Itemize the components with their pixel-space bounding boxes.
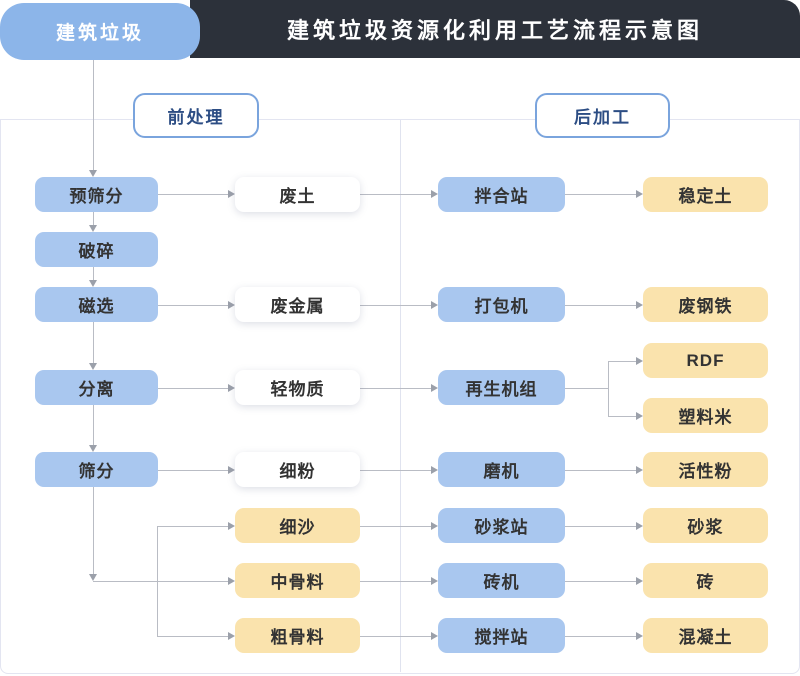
source-badge-label: 建筑垃圾 (55, 23, 144, 44)
arrowhead-icon (89, 170, 97, 177)
node-regeneration-unit: 再生机组 (438, 370, 565, 405)
arrowhead-icon (89, 574, 97, 581)
node-mortar: 砂浆 (643, 508, 768, 543)
flow-connector (565, 581, 636, 582)
flow-connector (93, 487, 94, 574)
node-medium-aggregate: 中骨料 (235, 563, 360, 598)
flow-connector (360, 194, 431, 195)
flow-connector (565, 470, 636, 471)
node-rdf: RDF (643, 343, 768, 378)
arrowhead-icon (636, 632, 643, 640)
flow-connector (360, 470, 431, 471)
node-crushing: 破碎 (35, 232, 158, 267)
node-fine-powder: 细粉 (235, 452, 360, 487)
flow-connector (565, 388, 608, 389)
arrowhead-icon (228, 384, 235, 392)
section-divider-line (400, 120, 401, 672)
flow-connector (93, 405, 94, 445)
node-screening: 筛分 (35, 452, 158, 487)
arrowhead-icon (636, 357, 643, 365)
section-pill-label: 后加工 (574, 108, 631, 127)
flow-connector (93, 581, 228, 582)
flow-connector (608, 361, 636, 362)
flow-connector (608, 361, 609, 416)
arrowhead-icon (228, 190, 235, 198)
arrowhead-icon (228, 522, 235, 530)
page-title: 建筑垃圾资源化利用工艺流程示意图 (286, 18, 703, 43)
node-magnetic-separation: 磁选 (35, 287, 158, 322)
node-baler: 打包机 (438, 287, 565, 322)
arrowhead-icon (431, 522, 438, 530)
source-badge: 建筑垃圾 (0, 3, 200, 60)
flow-connector (157, 526, 228, 527)
flow-connector (360, 526, 431, 527)
flow-connector (93, 322, 94, 363)
node-mortar-plant: 砂浆站 (438, 508, 565, 543)
node-waste-metal: 废金属 (235, 287, 360, 322)
section-pill-post-processing: 后加工 (535, 93, 670, 138)
flow-connector (158, 388, 228, 389)
node-waste-soil: 废土 (235, 177, 360, 212)
node-mill: 磨机 (438, 452, 565, 487)
flow-connector (565, 305, 636, 306)
flow-connector (158, 194, 228, 195)
flow-connector (93, 60, 94, 170)
flow-connector (565, 636, 636, 637)
arrowhead-icon (431, 632, 438, 640)
node-coarse-aggregate: 粗骨料 (235, 618, 360, 653)
arrowhead-icon (431, 301, 438, 309)
flow-connector (360, 581, 431, 582)
node-pre-screening: 预筛分 (35, 177, 158, 212)
flow-connector (360, 305, 431, 306)
arrowhead-icon (431, 190, 438, 198)
flow-connector (158, 305, 228, 306)
arrowhead-icon (89, 445, 97, 452)
node-stabilized-soil: 稳定土 (643, 177, 768, 212)
flow-connector (157, 636, 228, 637)
node-separation: 分离 (35, 370, 158, 405)
node-active-powder: 活性粉 (643, 452, 768, 487)
node-brick: 砖 (643, 563, 768, 598)
arrowhead-icon (228, 577, 235, 585)
flow-connector (158, 470, 228, 471)
node-scrap-steel: 废钢铁 (643, 287, 768, 322)
arrowhead-icon (228, 466, 235, 474)
arrowhead-icon (228, 301, 235, 309)
arrowhead-icon (89, 363, 97, 370)
arrowhead-icon (431, 384, 438, 392)
node-light-material: 轻物质 (235, 370, 360, 405)
section-pill-label: 前处理 (167, 108, 225, 127)
arrowhead-icon (636, 522, 643, 530)
node-concrete-mixing-plant: 搅拌站 (438, 618, 565, 653)
arrowhead-icon (89, 280, 97, 287)
flow-connector (360, 636, 431, 637)
arrowhead-icon (636, 190, 643, 198)
flow-connector (565, 526, 636, 527)
node-brick-machine: 砖机 (438, 563, 565, 598)
flow-connector (360, 388, 431, 389)
node-mixing-plant: 拌合站 (438, 177, 565, 212)
arrowhead-icon (89, 225, 97, 232)
flow-connector (565, 194, 636, 195)
arrowhead-icon (431, 466, 438, 474)
arrowhead-icon (636, 466, 643, 474)
arrowhead-icon (636, 412, 643, 420)
arrowhead-icon (636, 301, 643, 309)
node-fine-sand: 细沙 (235, 508, 360, 543)
flow-connector (608, 416, 636, 417)
arrowhead-icon (431, 577, 438, 585)
node-concrete: 混凝土 (643, 618, 768, 653)
flow-connector (93, 212, 94, 225)
title-bar: 建筑垃圾资源化利用工艺流程示意图 (190, 0, 800, 58)
flow-connector (93, 267, 94, 280)
arrowhead-icon (228, 632, 235, 640)
section-pill-pre-processing: 前处理 (133, 93, 259, 138)
node-plastic-pellets: 塑料米 (643, 398, 768, 433)
arrowhead-icon (636, 577, 643, 585)
